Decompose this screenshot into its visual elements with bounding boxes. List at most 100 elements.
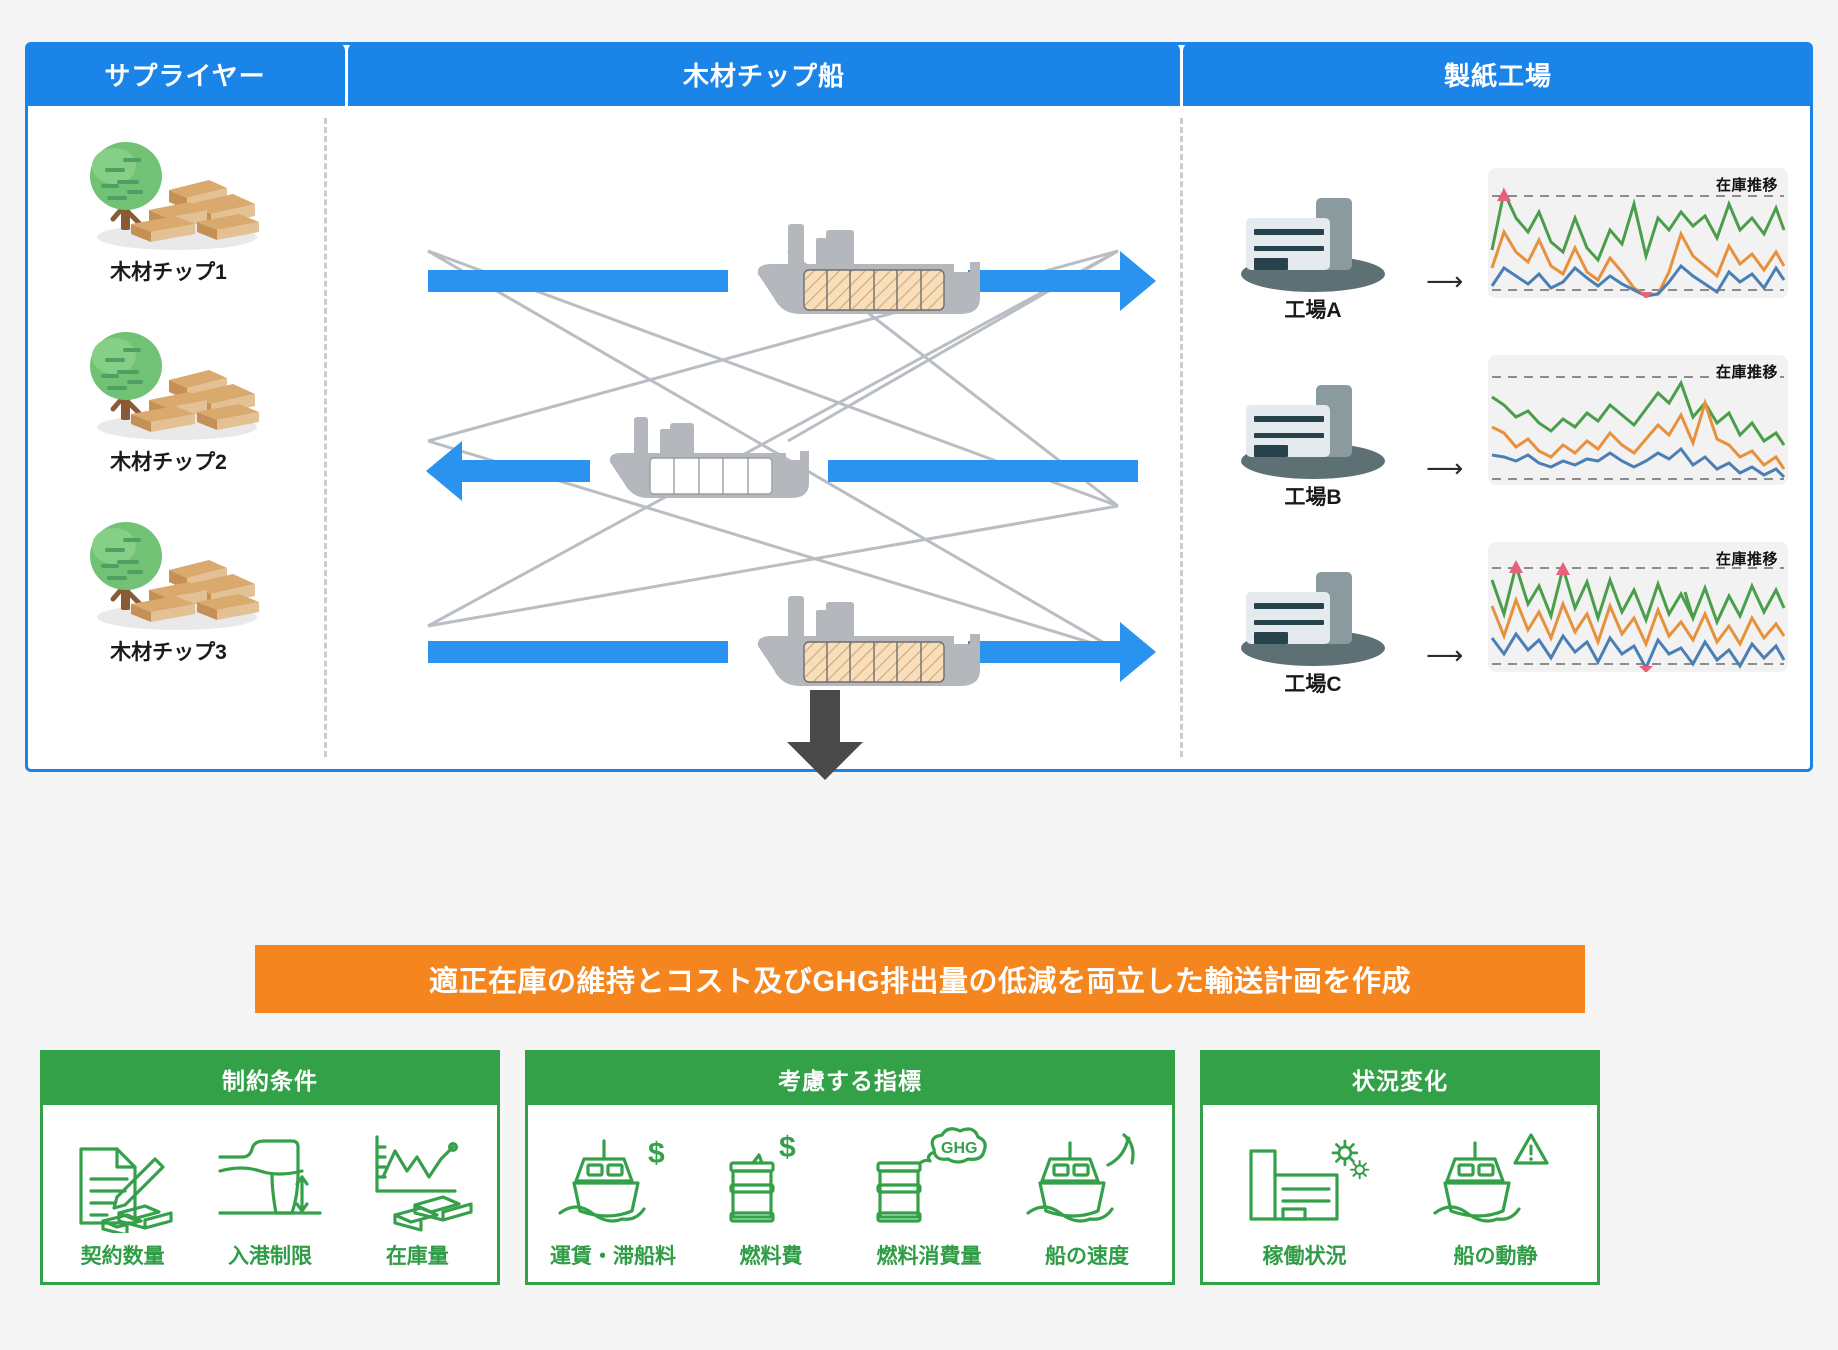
panel-metrics-header: 考慮する指標	[528, 1053, 1172, 1105]
metric-item-fuel-usage: GHG 燃料消費量	[850, 1124, 1008, 1270]
ship-loaded-bottom	[757, 596, 980, 686]
svg-text:GHG: GHG	[941, 1140, 977, 1157]
header-chip-ship-label: 木材チップ船	[682, 60, 845, 91]
constraint-item-inventory: 在庫量	[344, 1124, 491, 1270]
situation-item-ship-status: 船の動静	[1416, 1124, 1576, 1270]
chart-title-b: 在庫推移	[1715, 364, 1778, 381]
arrow-right-icon-c: ⟶	[1426, 640, 1464, 670]
chart-svg-b	[1491, 376, 1786, 480]
metric-item-speed: 船の速度	[1008, 1124, 1166, 1270]
divider-right	[1180, 118, 1183, 757]
metric-label-fuel-cost: 燃料費	[739, 1245, 803, 1268]
tree-lumber-icon	[89, 332, 259, 440]
panel-situation-header: 状況変化	[1203, 1053, 1597, 1105]
lane-bar-mid-right	[828, 460, 1138, 482]
factory-gears-icon	[1225, 1124, 1385, 1236]
flow-down-arrow	[770, 690, 880, 780]
factory-icon	[1241, 198, 1385, 292]
metric-item-freight: $ 運賃・滞船料	[534, 1124, 692, 1270]
constraint-item-contract: 契約数量	[49, 1124, 196, 1270]
metric-item-fuel-cost: $ 燃料費	[692, 1124, 850, 1270]
situation-item-operation: 稼働状況	[1225, 1124, 1385, 1270]
header-supplier-label: サプライヤー	[104, 60, 266, 91]
contract-document-lumber-icon	[49, 1124, 196, 1236]
chart-title-c: 在庫推移	[1715, 551, 1778, 568]
lane-bar-mid-left	[462, 460, 590, 482]
metric-label-speed: 船の速度	[1045, 1245, 1129, 1268]
svg-text:$: $	[779, 1131, 796, 1164]
chart-svg-c	[1490, 560, 1786, 672]
panel-constraints-header: 制約条件	[43, 1053, 497, 1105]
lane-arrowhead-top	[1120, 251, 1156, 311]
constraint-label-port: 入港制限	[227, 1245, 312, 1268]
panel-constraints: 制約条件 契約数量	[40, 1050, 500, 1285]
panel-metrics: 考慮する指標 $ 運賃・滞船料	[525, 1050, 1175, 1285]
goal-banner-text: 適正在庫の維持とコスト及びGHG排出量の低減を両立した輸送計画を作成	[428, 966, 1412, 998]
lane-arrowhead-middle	[426, 441, 462, 501]
situation-label-operation: 稼働状況	[1262, 1245, 1347, 1268]
factory-label-a: 工場A	[1284, 299, 1342, 322]
constraint-label-inventory: 在庫量	[385, 1245, 449, 1268]
lane-bar-top-right	[968, 270, 1138, 292]
supplier-label-1: 木材チップ1	[110, 261, 227, 284]
panel-situation-title: 状況変化	[1352, 1068, 1448, 1094]
divider-left	[324, 118, 327, 757]
down-arrow-icon	[787, 690, 863, 780]
header-chip-ship: 木材チップ船	[348, 42, 1180, 106]
ship-alert-icon	[1416, 1124, 1576, 1236]
supplier-item-2: 木材チップ2	[46, 314, 291, 476]
lane-bar-top-left	[428, 270, 728, 292]
header-supplier: サプライヤー	[25, 42, 345, 106]
ship-loaded-top	[757, 224, 980, 314]
ship-speed-gauge-icon	[1008, 1124, 1166, 1236]
panel-situation: 状況変化	[1200, 1050, 1600, 1285]
fuel-drum-dollar-icon: $	[692, 1124, 850, 1236]
supply-chain-diagram: サプライヤー 木材チップ船 製紙工場	[25, 42, 1813, 772]
lane-bar-bottom-left	[428, 641, 728, 663]
header-paper-mill-label: 製紙工場	[1443, 60, 1552, 91]
diagram-header-row: サプライヤー 木材チップ船 製紙工場	[25, 42, 1813, 106]
factory-item-a: 工場A	[1213, 184, 1413, 324]
panel-situation-body: 稼働状況 船の動静	[1203, 1105, 1597, 1282]
metric-label-fuel-usage: 燃料消費量	[876, 1245, 982, 1268]
panel-constraints-body: 契約数量 入港制限	[43, 1105, 497, 1282]
arrow-right-icon-b: ⟶	[1426, 453, 1464, 483]
connection-lines	[427, 249, 1119, 653]
fuel-drum-ghg-icon: GHG	[850, 1124, 1008, 1236]
port-depth-restriction-icon	[196, 1124, 343, 1236]
panel-metrics-title: 考慮する指標	[778, 1068, 922, 1094]
factory-label-b: 工場B	[1284, 486, 1342, 509]
factory-item-b: 工場B	[1213, 371, 1413, 511]
panel-metrics-body: $ 運賃・滞船料 $ 燃料費	[528, 1105, 1172, 1282]
supplier-item-3: 木材チップ3	[46, 504, 291, 666]
metric-label-freight: 運賃・滞船料	[550, 1245, 676, 1268]
inventory-chart-lumber-icon	[344, 1124, 491, 1236]
lane-bar-bottom-right	[968, 641, 1138, 663]
supplier-label-3: 木材チップ3	[110, 641, 227, 664]
supplier-label-2: 木材チップ2	[110, 451, 227, 474]
header-paper-mill: 製紙工場	[1183, 42, 1813, 106]
svg-text:$: $	[648, 1137, 665, 1170]
inventory-chart-a: 在庫推移	[1488, 168, 1788, 298]
factory-icon	[1241, 572, 1385, 666]
factory-icon	[1241, 385, 1385, 479]
chart-title-a: 在庫推移	[1715, 177, 1778, 194]
supplier-item-1: 木材チップ1	[46, 124, 291, 286]
ship-empty-middle	[609, 417, 809, 498]
factory-label-c: 工場C	[1284, 673, 1342, 696]
factory-item-c: 工場C	[1213, 558, 1413, 698]
goal-banner: 適正在庫の維持とコスト及びGHG排出量の低減を両立した輸送計画を作成	[255, 945, 1585, 1013]
situation-label-ship-status: 船の動静	[1453, 1245, 1538, 1268]
diagram-body: 木材チップ1	[28, 106, 1810, 769]
constraint-label-contract: 契約数量	[80, 1245, 165, 1268]
constraint-item-port: 入港制限	[196, 1124, 343, 1270]
arrow-right-icon-a: ⟶	[1426, 266, 1464, 296]
chart-svg-a	[1490, 187, 1786, 298]
lane-arrowhead-bottom	[1120, 622, 1156, 682]
inventory-chart-b: 在庫推移	[1488, 355, 1788, 485]
tree-lumber-icon	[89, 142, 259, 250]
tree-lumber-icon	[89, 522, 259, 630]
inventory-chart-c: 在庫推移	[1488, 542, 1788, 672]
ship-dollar-icon: $	[534, 1124, 692, 1236]
